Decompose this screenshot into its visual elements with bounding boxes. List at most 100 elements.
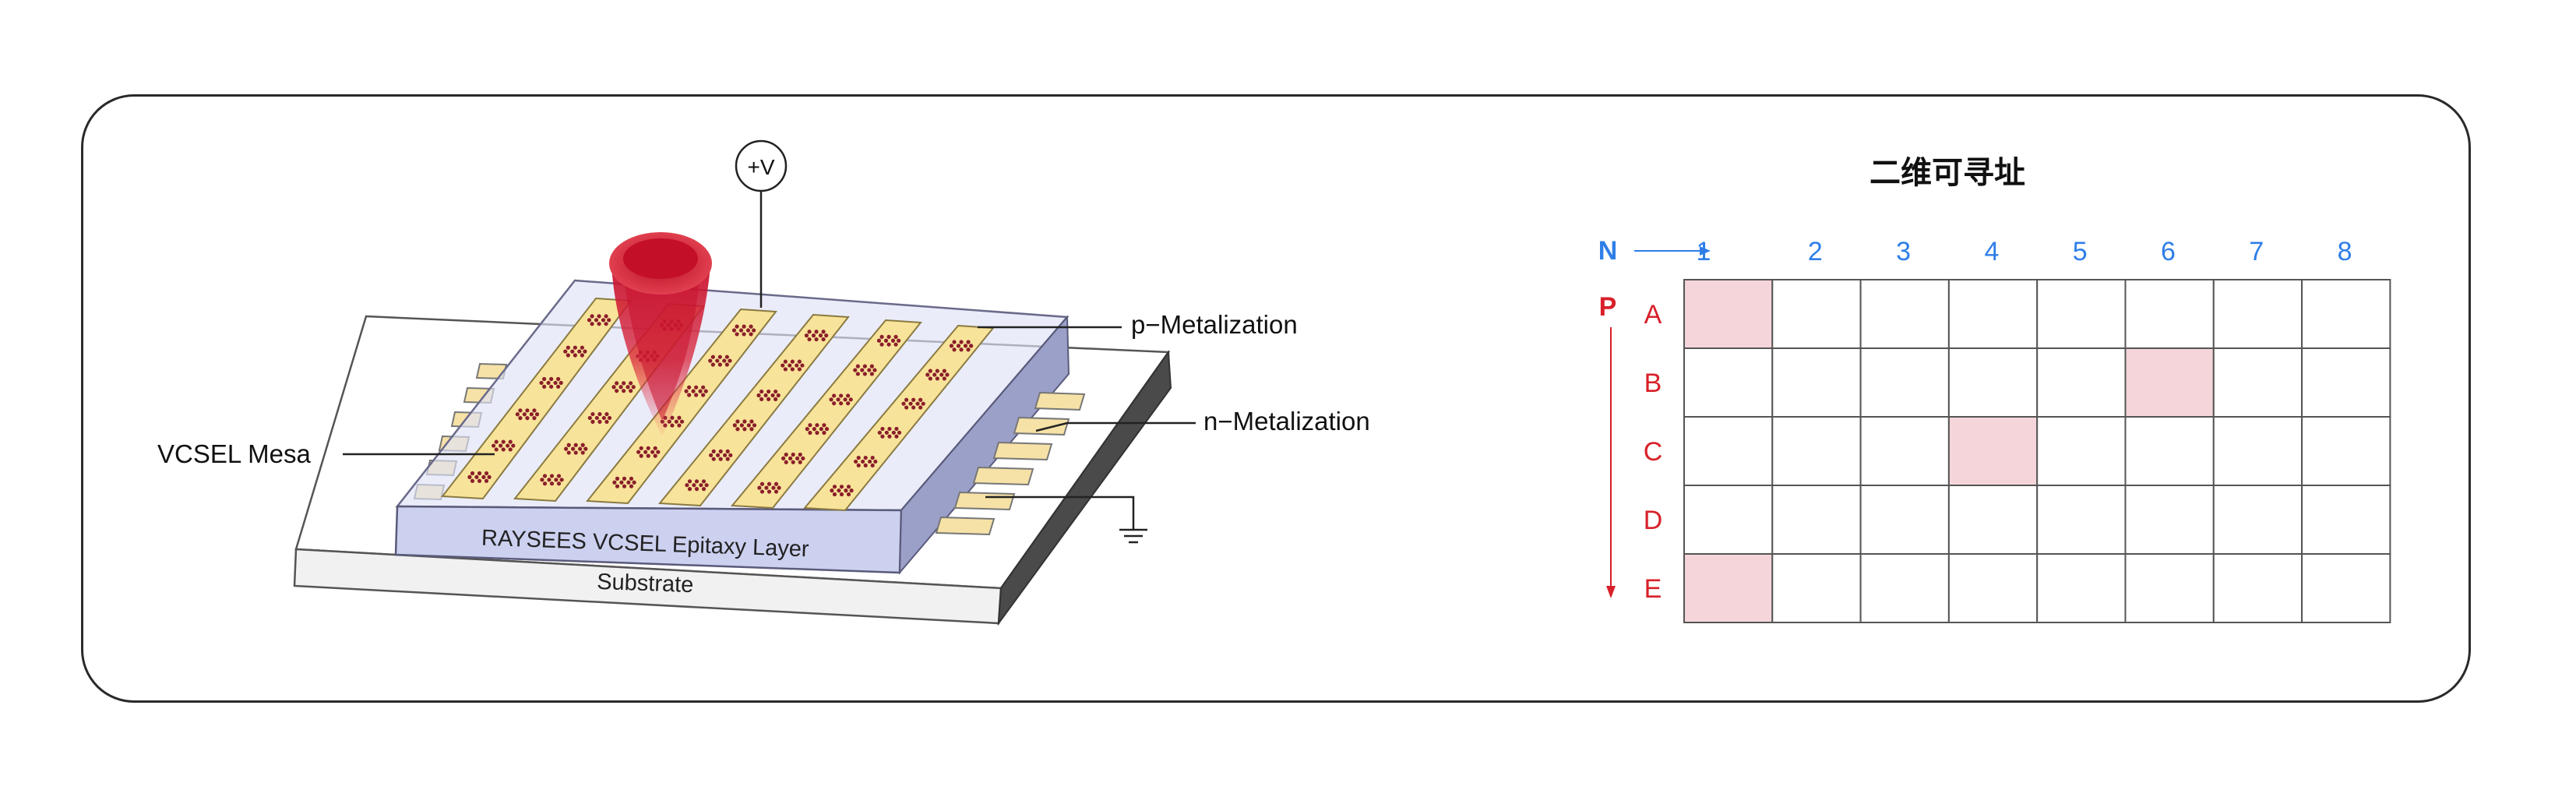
mesa-dot (499, 443, 503, 448)
mesa-dot (694, 393, 699, 397)
mesa-dot (597, 322, 601, 326)
mesa-dot (546, 380, 551, 386)
mesa-dot (615, 389, 619, 393)
mesa-dot (704, 483, 709, 488)
mesa-dot (728, 358, 732, 363)
mesa-dot (884, 430, 889, 435)
mesa-dot (542, 376, 547, 382)
mesa-dot (709, 453, 714, 457)
mesa-dot (891, 430, 896, 435)
mesa-dot (856, 463, 861, 467)
mesa-dot (788, 456, 793, 460)
column-label-6: 6 (2161, 237, 2176, 266)
n-axis-label: N (1598, 236, 1618, 266)
mesa-dot (692, 483, 696, 488)
mesa-dot (735, 332, 739, 337)
mesa-dot (837, 488, 841, 493)
mesa-dot (798, 460, 802, 464)
mesa-dot (687, 393, 692, 397)
mesa-dot (611, 385, 616, 390)
mesa-dot (887, 434, 892, 439)
mesa-dot (601, 318, 606, 323)
mesa-dot (717, 354, 722, 359)
mesa-dot (716, 453, 721, 457)
mesa-dot (622, 381, 626, 386)
mesa-dot (807, 330, 812, 334)
mesa-dot (824, 333, 829, 338)
n-axis-arrow-icon (1634, 246, 1711, 256)
mesa-dot (774, 481, 779, 486)
mesa-dot (791, 460, 795, 464)
mesa-dot (570, 349, 575, 354)
mesa-dot (646, 453, 650, 458)
mesa-dot (725, 449, 730, 453)
mesa-dot (518, 408, 523, 413)
grid-cell-E1-lit (1683, 553, 1774, 623)
p-metal-label: p−Metalization (1131, 310, 1298, 339)
mesa-dot (679, 419, 685, 424)
mesa-dot (872, 368, 877, 372)
mesa-dot (583, 446, 588, 451)
mesa-dot (732, 423, 737, 428)
mesa-dot (860, 368, 865, 372)
mesa-dot (631, 385, 636, 390)
mesa-dot (710, 362, 715, 367)
grid-cell-D6 (2124, 485, 2215, 555)
grid-cell-B5 (2036, 347, 2127, 418)
n-metal-label: n−Metalization (1203, 407, 1370, 436)
p-axis-arrow-icon (1606, 327, 1616, 598)
mesa-dot (815, 423, 819, 428)
mesa-dot (573, 345, 577, 350)
mesa-dot (594, 318, 599, 323)
row-label-B: B (1644, 369, 1662, 398)
grid-cell-E8 (2301, 553, 2391, 623)
mesa-dot (932, 372, 937, 377)
mesa-dot (564, 446, 569, 451)
mesa-dot (701, 385, 706, 390)
mesa-dot (587, 318, 592, 323)
mesa-dot (839, 492, 844, 497)
mesa-dot (604, 419, 609, 424)
mesa-dot (808, 423, 812, 428)
mesa-dot (532, 408, 537, 413)
mesa-dot (915, 401, 920, 406)
mesa-dot (963, 344, 968, 348)
mesa-dot (819, 427, 823, 432)
mesa-dot (549, 384, 554, 389)
mesa-dot (822, 430, 826, 436)
mesa-dot (742, 324, 746, 329)
mesa-dot (559, 478, 564, 482)
mesa-dot (829, 397, 833, 402)
mesa-dot (807, 337, 812, 342)
mesa-dot (781, 456, 786, 460)
grid-cell-E4 (1947, 553, 2039, 623)
mesa-dot (653, 446, 657, 450)
mesa-dot (723, 453, 728, 457)
mesa-dot (539, 380, 544, 386)
mesa-dot (788, 363, 792, 368)
mesa-dot (879, 334, 884, 339)
mesa-dot (766, 397, 771, 401)
grid-cell-B6-lit (2124, 347, 2215, 418)
grid-cell-C3 (1859, 416, 1950, 486)
mesa-dot (549, 474, 555, 478)
grid-cell-D2 (1771, 485, 1862, 555)
mesa-dot (653, 453, 657, 458)
row-label-E: E (1644, 574, 1662, 604)
mesa-dot (735, 427, 740, 432)
mesa-dot (969, 344, 974, 348)
n-metal-leader (1035, 421, 1196, 432)
p-axis-label: P (1599, 292, 1617, 322)
mesa-dot (928, 376, 932, 381)
mesa-dot (759, 397, 764, 401)
mesa-dot (848, 397, 853, 402)
mesa-dot (843, 397, 848, 402)
mesa-dot (830, 488, 834, 493)
mesa-dot (639, 453, 643, 458)
mesa-dot (784, 452, 788, 457)
mesa-dot (839, 393, 844, 398)
mesa-dot (952, 347, 957, 352)
mesa-dot (597, 314, 601, 319)
column-label-1: 1 (1697, 237, 1711, 266)
